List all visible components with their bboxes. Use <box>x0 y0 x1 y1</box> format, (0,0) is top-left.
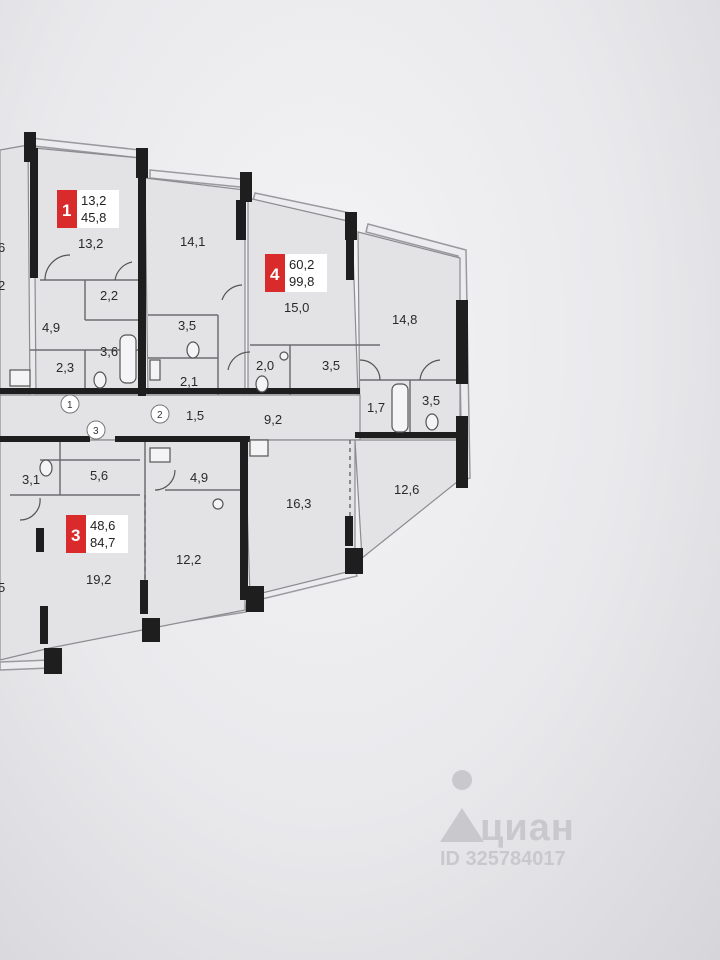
room-label: 3,6 <box>100 344 118 359</box>
entry-markers: 1 2 3 <box>60 394 170 440</box>
bathroom-fixtures <box>9 334 439 510</box>
total-area: 45,8 <box>81 210 106 225</box>
room-label: 1,5 <box>186 408 204 423</box>
living-area: 60,2 <box>289 257 314 272</box>
apartment-badge-1: 1 13,2 45,8 <box>57 190 119 228</box>
room-label: 3,1 <box>22 472 40 487</box>
apartment-number: 3 <box>71 526 80 545</box>
room-label: 15,0 <box>284 300 309 315</box>
living-area: 48,6 <box>90 518 115 533</box>
room-label: 14,1 <box>180 234 205 249</box>
cian-logo-icon <box>440 770 484 842</box>
apartment-badge-4: 4 60,2 99,8 <box>265 254 327 292</box>
walls <box>0 132 468 674</box>
room-label: 2,1 <box>180 374 198 389</box>
room-label: 4,9 <box>42 320 60 335</box>
apartment-badge-3: 3 48,6 84,7 <box>66 515 128 553</box>
watermark: циан ID 325784017 <box>440 808 575 870</box>
room-labels: 13,2 14,1 15,0 14,8 2,2 4,9 3,6 2,3 3,5 … <box>0 234 440 595</box>
apartment-number: 1 <box>62 201 71 220</box>
room-label: 1,7 <box>367 400 385 415</box>
entry-marker-label: 2 <box>157 410 163 421</box>
watermark-listing-id: ID 325784017 <box>440 848 566 870</box>
room-label: 19,2 <box>86 572 111 587</box>
apartment-number: 4 <box>270 265 280 284</box>
partitions <box>10 279 460 610</box>
room-label: 5,6 <box>90 468 108 483</box>
total-area: 84,7 <box>90 535 115 550</box>
room-label: 3,5 <box>178 318 196 333</box>
room-label: 2,3 <box>56 360 74 375</box>
room-label: 14,8 <box>392 312 417 327</box>
door-swings <box>19 254 441 521</box>
room-label: 3,5 <box>422 393 440 408</box>
watermark-brand: циан <box>480 807 575 849</box>
total-area: 99,8 <box>289 274 314 289</box>
room-label: 12,6 <box>394 482 419 497</box>
room-label: 12,2 <box>176 552 201 567</box>
entry-marker-label: 3 <box>93 426 99 437</box>
room-label: 2,0 <box>256 358 274 373</box>
room-label: 13,2 <box>78 236 103 251</box>
room-label: 4,9 <box>190 470 208 485</box>
room-label: 2 <box>0 278 5 293</box>
room-label: 5 <box>0 580 5 595</box>
room-label: 6 <box>0 240 5 255</box>
room-label: 9,2 <box>264 412 282 427</box>
room-label: 16,3 <box>286 496 311 511</box>
room-label: 2,2 <box>100 288 118 303</box>
room-label: 3,5 <box>322 358 340 373</box>
entry-marker-label: 1 <box>67 400 73 411</box>
living-area: 13,2 <box>81 193 106 208</box>
